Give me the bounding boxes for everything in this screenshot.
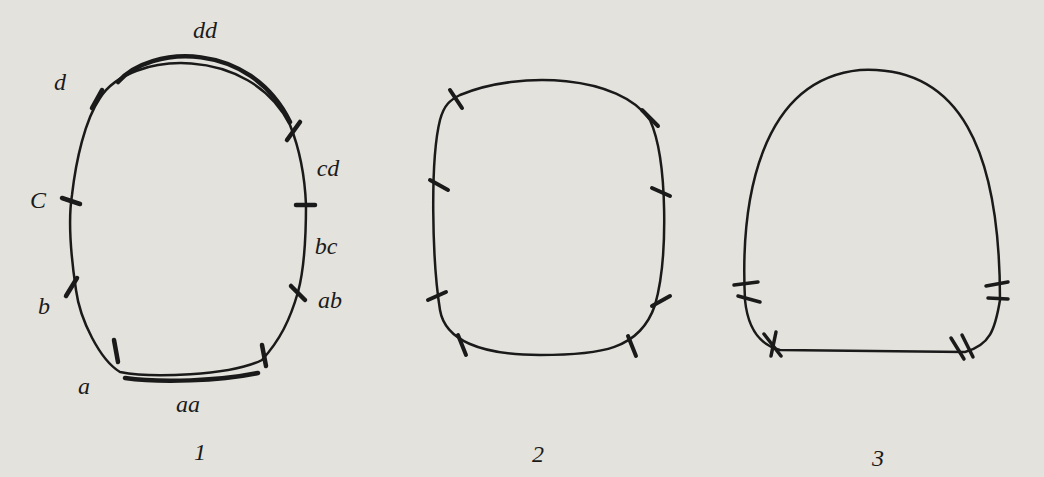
segment-label: b [38, 294, 50, 318]
seta-marks [62, 90, 315, 366]
segment-label: C [30, 188, 46, 212]
segment-label: ab [318, 288, 342, 312]
figure-number: 1 [194, 440, 206, 464]
segment-label: a [78, 374, 90, 398]
aa-segment [125, 373, 258, 381]
seta-marks [734, 282, 1008, 359]
segment-label: cd [317, 156, 340, 180]
figure-number: 3 [872, 446, 884, 470]
segment-label: dd [193, 18, 217, 42]
body-outline [744, 70, 1000, 352]
segment-label: aa [176, 392, 200, 416]
body-outline [433, 80, 664, 355]
seta-marks [428, 90, 670, 356]
segment-label: bc [315, 234, 338, 258]
dd-segment [118, 56, 290, 122]
body-outline [70, 63, 306, 375]
figure-number: 2 [532, 442, 544, 466]
segment-label: d [54, 70, 66, 94]
